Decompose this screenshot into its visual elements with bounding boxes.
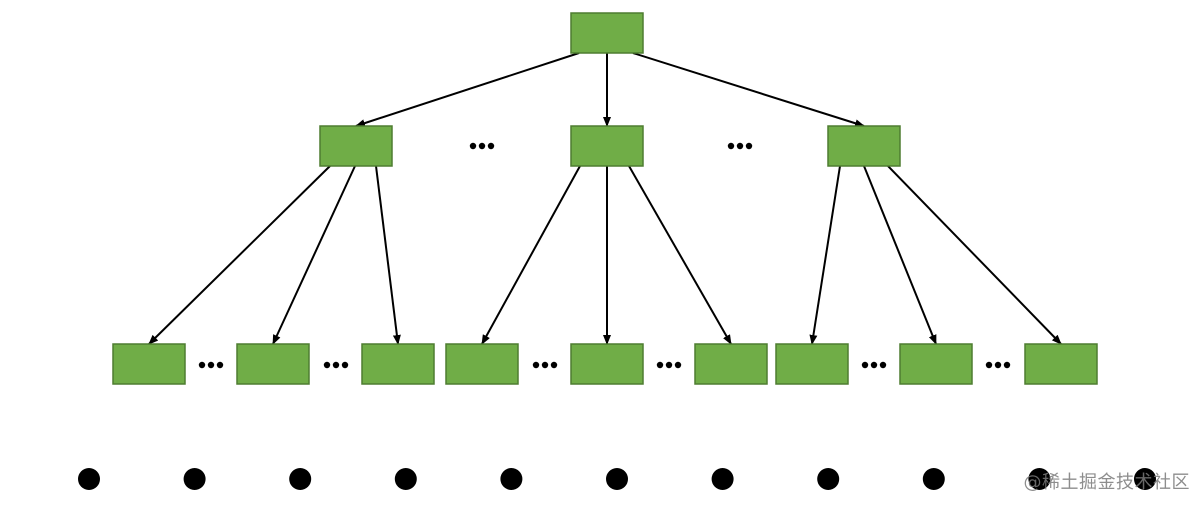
leaf-node-3 xyxy=(361,343,435,385)
continuation-dot-5 xyxy=(500,468,523,490)
continuation-dot-11 xyxy=(1134,468,1156,490)
edge-mid-1-to-leaf-1 xyxy=(148,165,331,345)
continuation-dot-3 xyxy=(289,468,312,490)
edge-mid-1-to-leaf-3 xyxy=(375,165,401,345)
leaf-node-9 xyxy=(1024,343,1098,385)
edge-mid-3-to-leaf-9 xyxy=(887,165,1062,345)
ellipsis-leaf-6 xyxy=(985,361,1011,369)
ellipsis-leaf-2 xyxy=(323,361,349,369)
ellipsis-level1-1 xyxy=(469,142,495,150)
leaf-node-1 xyxy=(112,343,186,385)
edge-mid-2-to-leaf-6 xyxy=(628,165,732,345)
nodes-group xyxy=(112,12,1098,385)
level1-node-1 xyxy=(319,125,393,167)
ellipsis-leaf-3 xyxy=(532,361,558,369)
edge-root-to-mid-1 xyxy=(355,52,580,128)
leaf-node-7 xyxy=(775,343,849,385)
continuation-dot-8 xyxy=(817,468,840,490)
level1-node-3 xyxy=(827,125,901,167)
ellipsis-leaf-5 xyxy=(861,361,887,369)
ellipses-group xyxy=(198,142,1011,369)
leaf-node-6 xyxy=(694,343,768,385)
edge-root-to-mid-3 xyxy=(632,52,865,128)
continuation-dots-group xyxy=(78,468,1156,490)
continuation-dot-2 xyxy=(183,468,206,490)
leaf-node-4 xyxy=(445,343,519,385)
continuation-dot-9 xyxy=(922,468,945,490)
edge-mid-3-to-leaf-8 xyxy=(863,165,937,345)
leaf-node-5 xyxy=(570,343,644,385)
continuation-dot-1 xyxy=(78,468,100,490)
continuation-dot-7 xyxy=(711,468,734,490)
ellipsis-leaf-1 xyxy=(198,361,224,369)
watermark-text: @稀土掘金技术社区 xyxy=(1023,472,1190,493)
edge-mid-3-to-leaf-7 xyxy=(809,165,841,345)
continuation-dot-6 xyxy=(606,468,628,490)
edges-group xyxy=(148,52,1062,345)
ellipsis-leaf-4 xyxy=(656,361,682,369)
root-node xyxy=(570,12,644,54)
ellipsis-level1-2 xyxy=(727,142,753,150)
leaf-node-8 xyxy=(899,343,973,385)
continuation-dot-4 xyxy=(394,468,417,490)
leaf-node-2 xyxy=(236,343,310,385)
edge-mid-2-to-leaf-4 xyxy=(481,165,581,345)
level1-node-2 xyxy=(570,125,644,167)
continuation-dot-10 xyxy=(1028,468,1051,490)
edge-mid-1-to-leaf-2 xyxy=(272,165,356,345)
